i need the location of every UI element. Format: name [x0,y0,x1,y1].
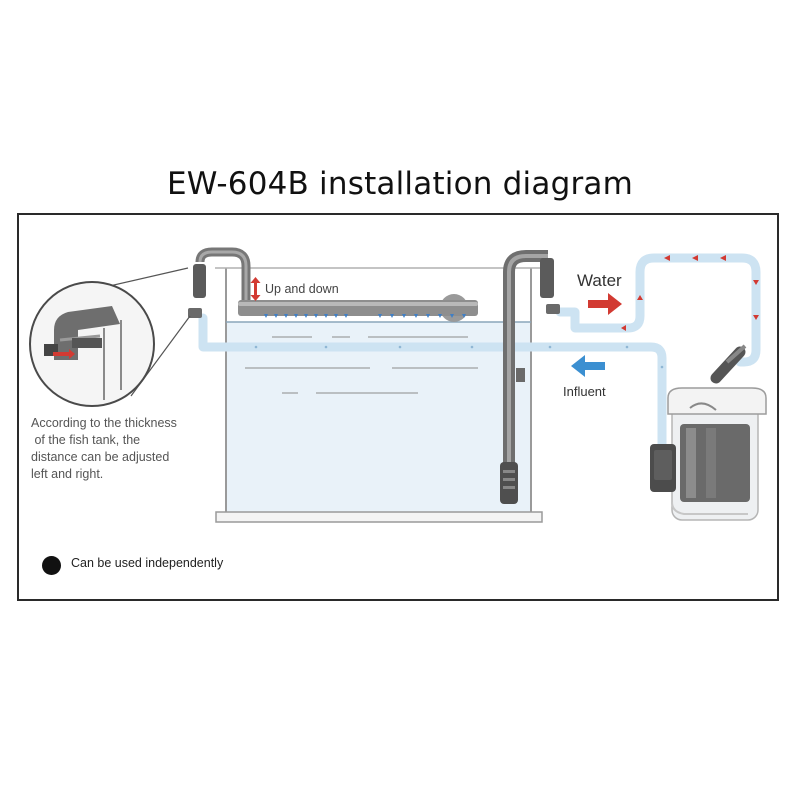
canister-filter [650,344,767,521]
up-down-label: Up and down [265,282,339,296]
legend-label: Can be used independently [71,556,224,570]
tubing-dots [254,345,664,369]
note-line: According to the thickness [31,416,177,430]
fish-tank [215,267,543,523]
influent-label: Influent [563,384,606,399]
diagram-title: EW-604B installation diagram [167,166,633,202]
left-inlet-pipe [188,247,251,318]
influent-arrow [571,355,605,377]
up-down-arrow [250,277,261,301]
zoom-inset [29,267,191,407]
spray-bar [238,294,478,322]
water-label: Water [577,271,622,290]
water-tubing [198,253,761,450]
thickness-note: According to the thickness of the fish t… [31,415,201,483]
legend-dot-icon [42,556,61,575]
note-line: of the fish tank, the [31,433,141,447]
intake-tube [500,250,560,504]
water-flow-arrow [588,293,622,315]
note-line: distance can be adjusted [31,450,170,464]
flow-arrows [621,255,759,331]
note-line: left and right. [31,467,104,481]
